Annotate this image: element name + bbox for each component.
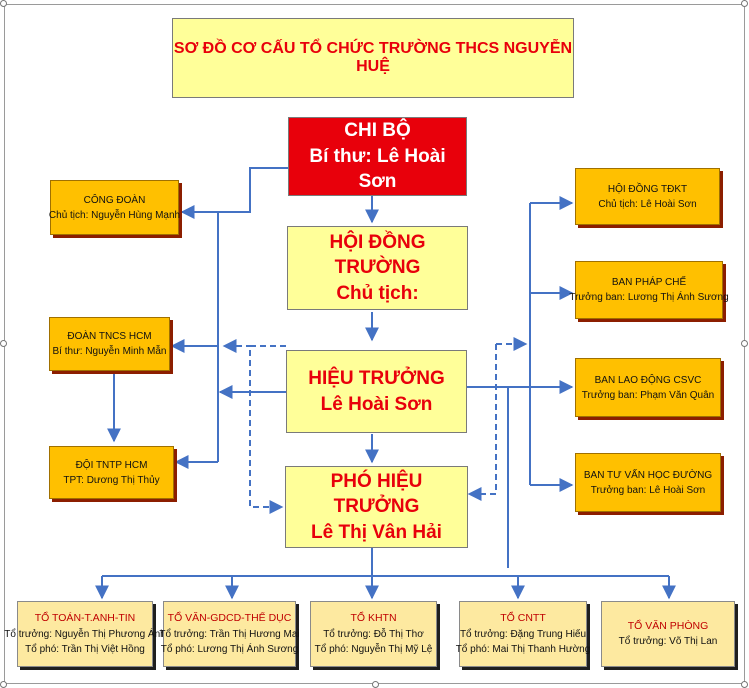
dept-van-phong-lead: Tổ trưởng: Võ Thị Lan xyxy=(618,636,718,648)
resize-handle-left[interactable] xyxy=(0,340,7,347)
diagram-title: SƠ ĐỒ CƠ CẤU TỔ CHỨC TRƯỜNG THCS NGUYỄN … xyxy=(173,40,573,75)
left-box-doi-tntp: ĐỘI TNTP HCM TPT: Dương Thị Thủy xyxy=(49,446,174,499)
hoi-dong-truong-chair: Chủ tịch: xyxy=(336,282,419,304)
resize-handle-top-left[interactable] xyxy=(0,0,7,7)
right-box-hoi-dong-tdkt: HỘI ĐỒNG TĐKT Chủ tịch: Lê Hoài Sơn xyxy=(575,168,720,225)
pho-hieu-truong-title: PHÓ HIỆU TRƯỞNG xyxy=(330,470,423,518)
dept-toan-deputy: Tổ phó: Trần Thị Việt Hồng xyxy=(25,643,145,655)
hoi-dong-tdkt-chair: Chủ tịch: Lê Hoài Sơn xyxy=(598,198,697,210)
ban-lao-dong-head: Trưởng ban: Phạm Văn Quân xyxy=(581,389,715,401)
ban-tu-van-head: Trưởng ban: Lê Hoài Sơn xyxy=(590,484,706,496)
chi-bo-secretary: Bí thư: Lê Hoài Sơn xyxy=(309,145,446,193)
dept-box-van: TỔ VĂN-GDCD-THỂ DỤC Tổ trưởng: Trần Thị … xyxy=(159,601,300,667)
dashed-right-link xyxy=(467,344,497,501)
dept-box-khtn: TỔ KHTN Tổ trưởng: Đỗ Thị Thơ Tổ phó: Ng… xyxy=(310,601,437,667)
chi-bo-title: CHI BỘ xyxy=(344,120,411,142)
hoi-dong-truong-title: HỘI ĐỒNG TRƯỜNG xyxy=(329,231,426,279)
right-box-ban-phap-che: BAN PHÁP CHẾ Trưởng ban: Lương Thị Ánh S… xyxy=(569,261,729,319)
diagram-title-box: SƠ ĐỒ CƠ CẤU TỔ CHỨC TRƯỜNG THCS NGUYỄN … xyxy=(172,18,574,98)
dept-cntt-deputy: Tổ phó: Mai Thị Thanh Hường xyxy=(455,643,591,655)
ban-lao-dong-title: BAN LAO ĐỘNG CSVC xyxy=(594,374,702,386)
cong-doan-chair: Chủ tịch: Nguyễn Hùng Mạnh xyxy=(48,209,181,221)
pho-hieu-truong-box: PHÓ HIỆU TRƯỞNG Lê Thị Vân Hải xyxy=(285,466,468,548)
hieu-truong-box: HIỆU TRƯỞNG Lê Hoài Sơn xyxy=(286,350,467,433)
hieu-truong-title: HIỆU TRƯỞNG xyxy=(308,367,445,389)
hoi-dong-tdkt-title: HỘI ĐỒNG TĐKT xyxy=(607,183,688,195)
dept-box-van-phong: TỔ VĂN PHÒNG Tổ trưởng: Võ Thị Lan xyxy=(601,601,735,667)
line-chibo-to-left-bus xyxy=(218,167,288,213)
dept-toan-name: TỔ TOÁN-T.ANH-TIN xyxy=(34,612,136,625)
pho-hieu-truong-name: Lê Thị Vân Hải xyxy=(311,521,442,543)
ban-phap-che-title: BAN PHÁP CHẾ xyxy=(611,277,687,288)
left-box-doan-tncs: ĐOÀN TNCS HCM Bí thư: Nguyễn Minh Mẫn xyxy=(49,317,170,371)
dept-khtn-deputy: Tổ phó: Nguyễn Thị Mỹ Lệ xyxy=(314,643,433,655)
dept-van-name: TỔ VĂN-GDCD-THỂ DỤC xyxy=(167,612,292,625)
dept-cntt-lead: Tổ trưởng: Đặng Trung Hiếu xyxy=(459,628,587,640)
hieu-truong-name: Lê Hoài Sơn xyxy=(320,393,433,415)
dept-toan-lead: Tổ trưởng: Nguyễn Thị Phương Ánh xyxy=(4,628,166,640)
doan-tncs-title: ĐOÀN TNCS HCM xyxy=(67,331,152,342)
ban-phap-che-head: Trưởng ban: Lương Thị Ánh Sương xyxy=(569,292,729,303)
hoi-dong-truong-box: HỘI ĐỒNG TRƯỜNG Chủ tịch: xyxy=(287,226,468,310)
cong-doan-title: CÔNG ĐOÀN xyxy=(83,194,146,206)
doi-tntp-title: ĐỘI TNTP HCM xyxy=(75,459,148,471)
chi-bo-box: CHI BỘ Bí thư: Lê Hoài Sơn xyxy=(288,117,467,196)
dept-van-deputy: Tổ phó: Lương Thị Ánh Sương xyxy=(160,643,299,655)
right-box-ban-lao-dong: BAN LAO ĐỘNG CSVC Trưởng ban: Phạm Văn Q… xyxy=(575,358,721,417)
dept-box-toan: TỔ TOÁN-T.ANH-TIN Tổ trưởng: Nguyễn Thị … xyxy=(4,601,166,667)
doi-tntp-leader: TPT: Dương Thị Thủy xyxy=(63,474,160,486)
dept-khtn-lead: Tổ trưởng: Đỗ Thị Thơ xyxy=(323,628,424,640)
dept-cntt-name: TỔ CNTT xyxy=(500,612,546,625)
dashed-left-link xyxy=(249,345,286,514)
ban-tu-van-title: BAN TƯ VẤN HỌC ĐƯỜNG xyxy=(583,469,713,481)
dept-van-lead: Tổ trưởng: Trần Thị Hương Mai xyxy=(159,628,300,640)
dept-van-phong-name: TỔ VĂN PHÒNG xyxy=(627,619,709,632)
dept-box-cntt: TỔ CNTT Tổ trưởng: Đặng Trung Hiếu Tổ ph… xyxy=(456,601,590,667)
resize-handle-right[interactable] xyxy=(741,340,748,347)
resize-handle-top-right[interactable] xyxy=(741,0,748,7)
dept-khtn-name: TỔ KHTN xyxy=(350,612,397,625)
right-box-ban-tu-van: BAN TƯ VẤN HỌC ĐƯỜNG Trưởng ban: Lê Hoài… xyxy=(575,453,721,512)
doan-tncs-secretary: Bí thư: Nguyễn Minh Mẫn xyxy=(52,346,167,357)
left-box-cong-doan: CÔNG ĐOÀN Chủ tịch: Nguyễn Hùng Mạnh xyxy=(48,180,181,235)
